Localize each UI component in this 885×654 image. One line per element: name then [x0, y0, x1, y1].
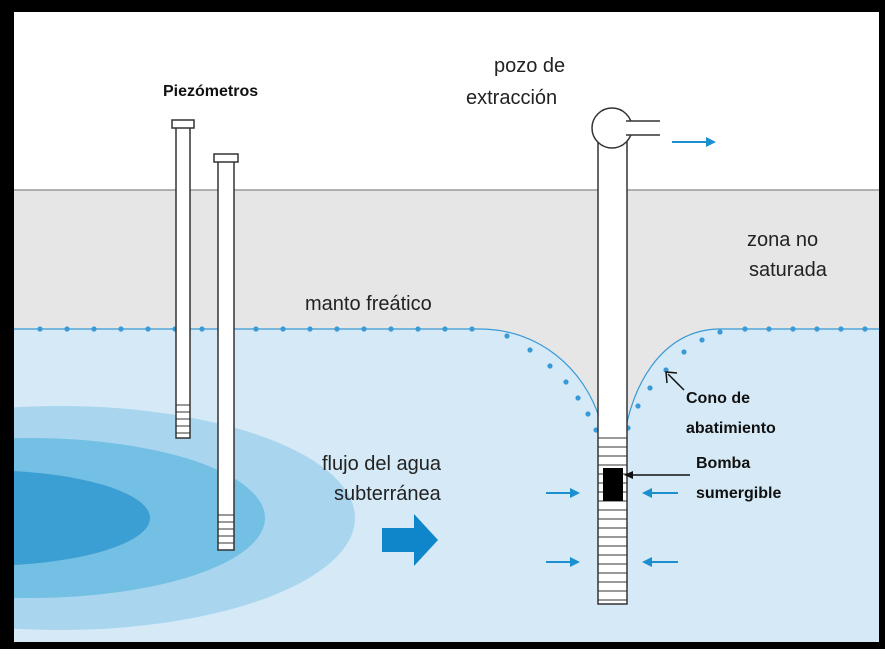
- label-pump-line2: sumergible: [696, 485, 781, 502]
- inflow-arrow-right-upper: [642, 488, 678, 498]
- label-flow-line1: flujo del agua: [322, 453, 442, 475]
- water-table-dot: [145, 326, 151, 332]
- water-table-dot: [663, 367, 669, 373]
- cone-pointer-arrow: [665, 371, 685, 391]
- water-table-dot: [118, 326, 124, 332]
- piezometer-2-screen: [218, 514, 234, 544]
- inflow-arrow-right-lower: [642, 557, 678, 567]
- water-table-dot: [442, 326, 448, 332]
- water-table-dot: [575, 395, 581, 401]
- water-table-dot: [563, 379, 569, 385]
- water-table-dot: [585, 411, 591, 417]
- inflow-arrow-left-lower: [546, 557, 580, 567]
- water-table-dot: [717, 329, 723, 335]
- water-table-dot: [361, 326, 367, 332]
- extraction-well: [591, 107, 660, 605]
- submersible-pump: [603, 468, 623, 501]
- label-flow-line2: subterránea: [334, 483, 442, 505]
- label-unsaturated-line1: zona no: [747, 229, 818, 251]
- water-table-dot: [388, 326, 394, 332]
- water-table-dot: [790, 326, 796, 332]
- water-table-dot: [742, 326, 748, 332]
- label-cone-line1: Cono de: [686, 390, 750, 407]
- piezometer-1-screen: [176, 404, 190, 434]
- label-water-table: manto freático: [305, 293, 432, 315]
- water-table-dot: [699, 337, 705, 343]
- water-table-dot: [862, 326, 868, 332]
- pump-pointer-arrow: [624, 471, 690, 479]
- water-table-dot: [469, 326, 475, 332]
- water-table-dot: [504, 333, 510, 339]
- water-table-dot: [280, 326, 286, 332]
- water-table-dot: [814, 326, 820, 332]
- piezometer-2: [213, 153, 239, 551]
- discharge-arrow: [672, 137, 716, 147]
- water-table-dot: [199, 326, 205, 332]
- water-table-dot: [37, 326, 43, 332]
- water-table-dot: [91, 326, 97, 332]
- label-pump-line1: Bomba: [696, 455, 750, 472]
- piezometer-1: [171, 119, 195, 439]
- discharge-pipe: [628, 121, 660, 135]
- label-well-line2: extracción: [466, 87, 557, 109]
- label-cone-line2: abatimiento: [686, 420, 776, 437]
- water-table-dot: [838, 326, 844, 332]
- water-table-dot: [253, 326, 259, 332]
- water-table-dot: [527, 347, 533, 353]
- water-table-dot: [415, 326, 421, 332]
- water-table-dots: [14, 326, 879, 441]
- water-table-dot: [647, 385, 653, 391]
- label-piezometers: Piezómetros: [163, 83, 258, 100]
- water-table-dot: [681, 349, 687, 355]
- label-well-line1: pozo de: [494, 55, 565, 77]
- water-table-dot: [635, 403, 641, 409]
- water-table-dot: [64, 326, 70, 332]
- water-table-dot: [334, 326, 340, 332]
- water-table-dot: [766, 326, 772, 332]
- water-table-dot: [547, 363, 553, 369]
- water-table-dot: [307, 326, 313, 332]
- plume-inner: [14, 470, 150, 566]
- inflow-arrow-left-upper: [546, 488, 580, 498]
- label-unsaturated-line2: saturada: [749, 259, 828, 281]
- groundwater-flow-arrow: [382, 514, 438, 566]
